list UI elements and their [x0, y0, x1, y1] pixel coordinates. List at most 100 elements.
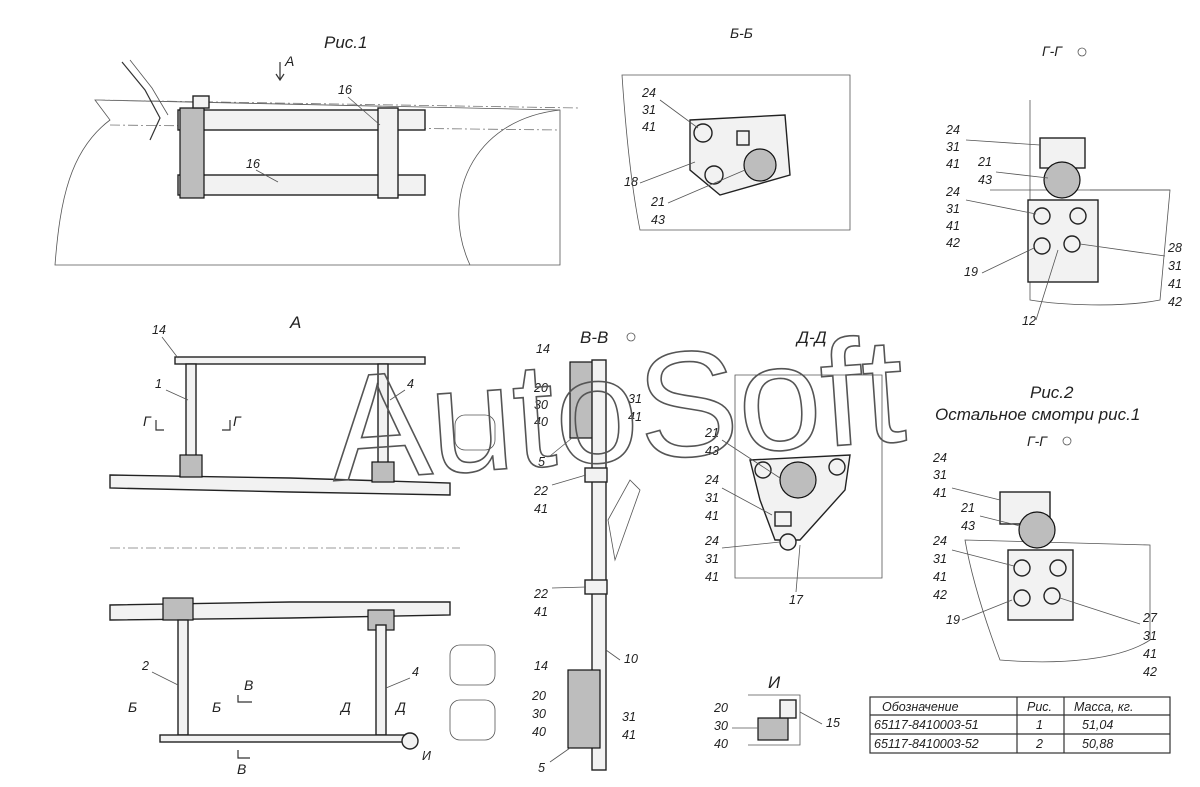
i-bolt [757, 717, 789, 741]
fig1-top-view: Рис.1 А 16 16 [54, 33, 581, 266]
mark-v-lines [237, 695, 252, 759]
i-l-15: 15 [826, 716, 840, 730]
fig2-note: Остальное смотри рис.1 [935, 405, 1140, 424]
table-row-2-mass: 50,88 [1082, 737, 1113, 751]
gg-l-31a: 31 [946, 140, 960, 154]
i-l-40: 40 [714, 737, 728, 751]
bb-nut [736, 130, 750, 146]
mark-v-top: В [244, 677, 253, 693]
bb-bolt-lower [704, 165, 724, 185]
vv-r-31a: 31 [628, 392, 642, 406]
table-row-1-fig: 1 [1036, 718, 1043, 732]
gg2-r-31: 31 [1143, 629, 1157, 643]
gg2-l-24b: 24 [932, 534, 947, 548]
gg-l-24a: 24 [945, 123, 960, 137]
rail-16-lower [177, 174, 426, 196]
vv-rotate-icon [626, 332, 636, 342]
dd-labels: 21 43 24 31 41 24 31 41 17 [704, 426, 804, 607]
gg-l-41a: 41 [946, 157, 960, 171]
cushion-2 [449, 644, 496, 686]
vv-l-22b: 22 [533, 587, 548, 601]
mark-v-bottom: В [237, 761, 246, 777]
dd-l-24a: 24 [704, 473, 719, 487]
gg-bolt-4 [1063, 235, 1081, 253]
gg2-l-41a: 41 [933, 486, 947, 500]
gg2-bolt-3 [1013, 589, 1031, 607]
view-a-arrow [275, 62, 285, 82]
table-row-1-mass: 51,04 [1082, 718, 1113, 732]
bracket-left [179, 107, 205, 199]
gg-r-41: 41 [1168, 277, 1182, 291]
gg-l-24b: 24 [945, 185, 960, 199]
top-clip [192, 95, 210, 109]
section-vv-title: В-В [580, 328, 608, 347]
a-foot-left [179, 454, 203, 478]
dd-bolt-2 [828, 458, 846, 476]
dd-l-31b: 31 [705, 552, 719, 566]
vv-l-5a: 5 [538, 455, 545, 469]
gg2-bolt-4 [1043, 587, 1061, 605]
gg2-r-41: 41 [1143, 647, 1157, 661]
gg-leaders-left [965, 139, 1049, 274]
dd-clamp-21 [779, 461, 817, 499]
dd-l-41b: 41 [705, 570, 719, 584]
view-a: А 14 1 4 Г Г [109, 313, 460, 549]
bb-bolt-upper [693, 123, 713, 143]
dd-bolt-1 [754, 461, 772, 479]
center-line-1 [94, 99, 581, 109]
bb-panel [621, 74, 851, 231]
low-floor-beam [109, 601, 451, 621]
dd-panel [734, 374, 883, 579]
gg2-l-31b: 31 [933, 552, 947, 566]
dd-nut [774, 511, 792, 527]
bb-label-43: 43 [651, 213, 665, 227]
vv-l-30b: 30 [532, 707, 546, 721]
gg2-labels-right: 27 31 41 42 [1059, 597, 1158, 679]
lower-view: 2 4 Б Б В В Д Д И [109, 414, 496, 777]
bb-label-31: 31 [642, 103, 656, 117]
vv-l-30a: 30 [534, 398, 548, 412]
section-dd: Д-Д 21 43 24 31 41 24 31 41 17 [704, 328, 883, 607]
section-gg: Г-Г 24 31 41 21 43 24 31 41 42 19 28 31 … [945, 43, 1182, 328]
gg-leaders-right [1035, 243, 1166, 321]
leader-16b [255, 169, 279, 183]
rail-16-upper [177, 109, 426, 131]
low-bottom-rail [159, 734, 416, 743]
table-grid [870, 697, 1170, 753]
gg-labels-left: 24 31 41 21 43 24 31 41 42 19 [945, 123, 1049, 279]
vv-l-22a: 22 [533, 484, 548, 498]
gg2-l-41b: 41 [933, 570, 947, 584]
gg2-l-19: 19 [946, 613, 960, 627]
bb-label-24: 24 [641, 86, 656, 100]
mark-d-left: Д [339, 699, 351, 715]
gg2-leaders-left [951, 487, 1021, 621]
i-frame [748, 694, 801, 746]
gg2-l-43: 43 [961, 519, 975, 533]
gg-l-41b: 41 [946, 219, 960, 233]
bracket-right [377, 107, 399, 199]
low-foot-left [162, 597, 194, 621]
gg2-l-42: 42 [933, 588, 947, 602]
gg-r-42: 42 [1168, 295, 1182, 309]
gg-l-31b: 31 [946, 202, 960, 216]
fig1-title: Рис.1 [324, 33, 367, 52]
dd-leaders [721, 439, 801, 593]
gg2-rotate-icon [1062, 436, 1072, 446]
vv-r-41a: 41 [628, 410, 642, 424]
leader-16a [347, 96, 381, 126]
vv-r-31b: 31 [622, 710, 636, 724]
gg2-l-31a: 31 [933, 468, 947, 482]
vv-l-41b: 41 [534, 605, 548, 619]
mark-b-left: Б [128, 699, 137, 715]
fig2-title: Рис.2 [1030, 383, 1074, 402]
bb-label-21: 21 [650, 195, 665, 209]
mirror-arm [121, 61, 161, 141]
gg2-l-21: 21 [960, 501, 975, 515]
vv-clamp-lower [567, 669, 601, 749]
gg2-r-42: 42 [1143, 665, 1157, 679]
section-gg2-title: Г-Г [1027, 433, 1048, 449]
gg-rotate-icon [1077, 47, 1087, 57]
dd-l-24b: 24 [704, 534, 719, 548]
low-label-2: 2 [141, 659, 149, 673]
low-post-4 [375, 624, 387, 736]
